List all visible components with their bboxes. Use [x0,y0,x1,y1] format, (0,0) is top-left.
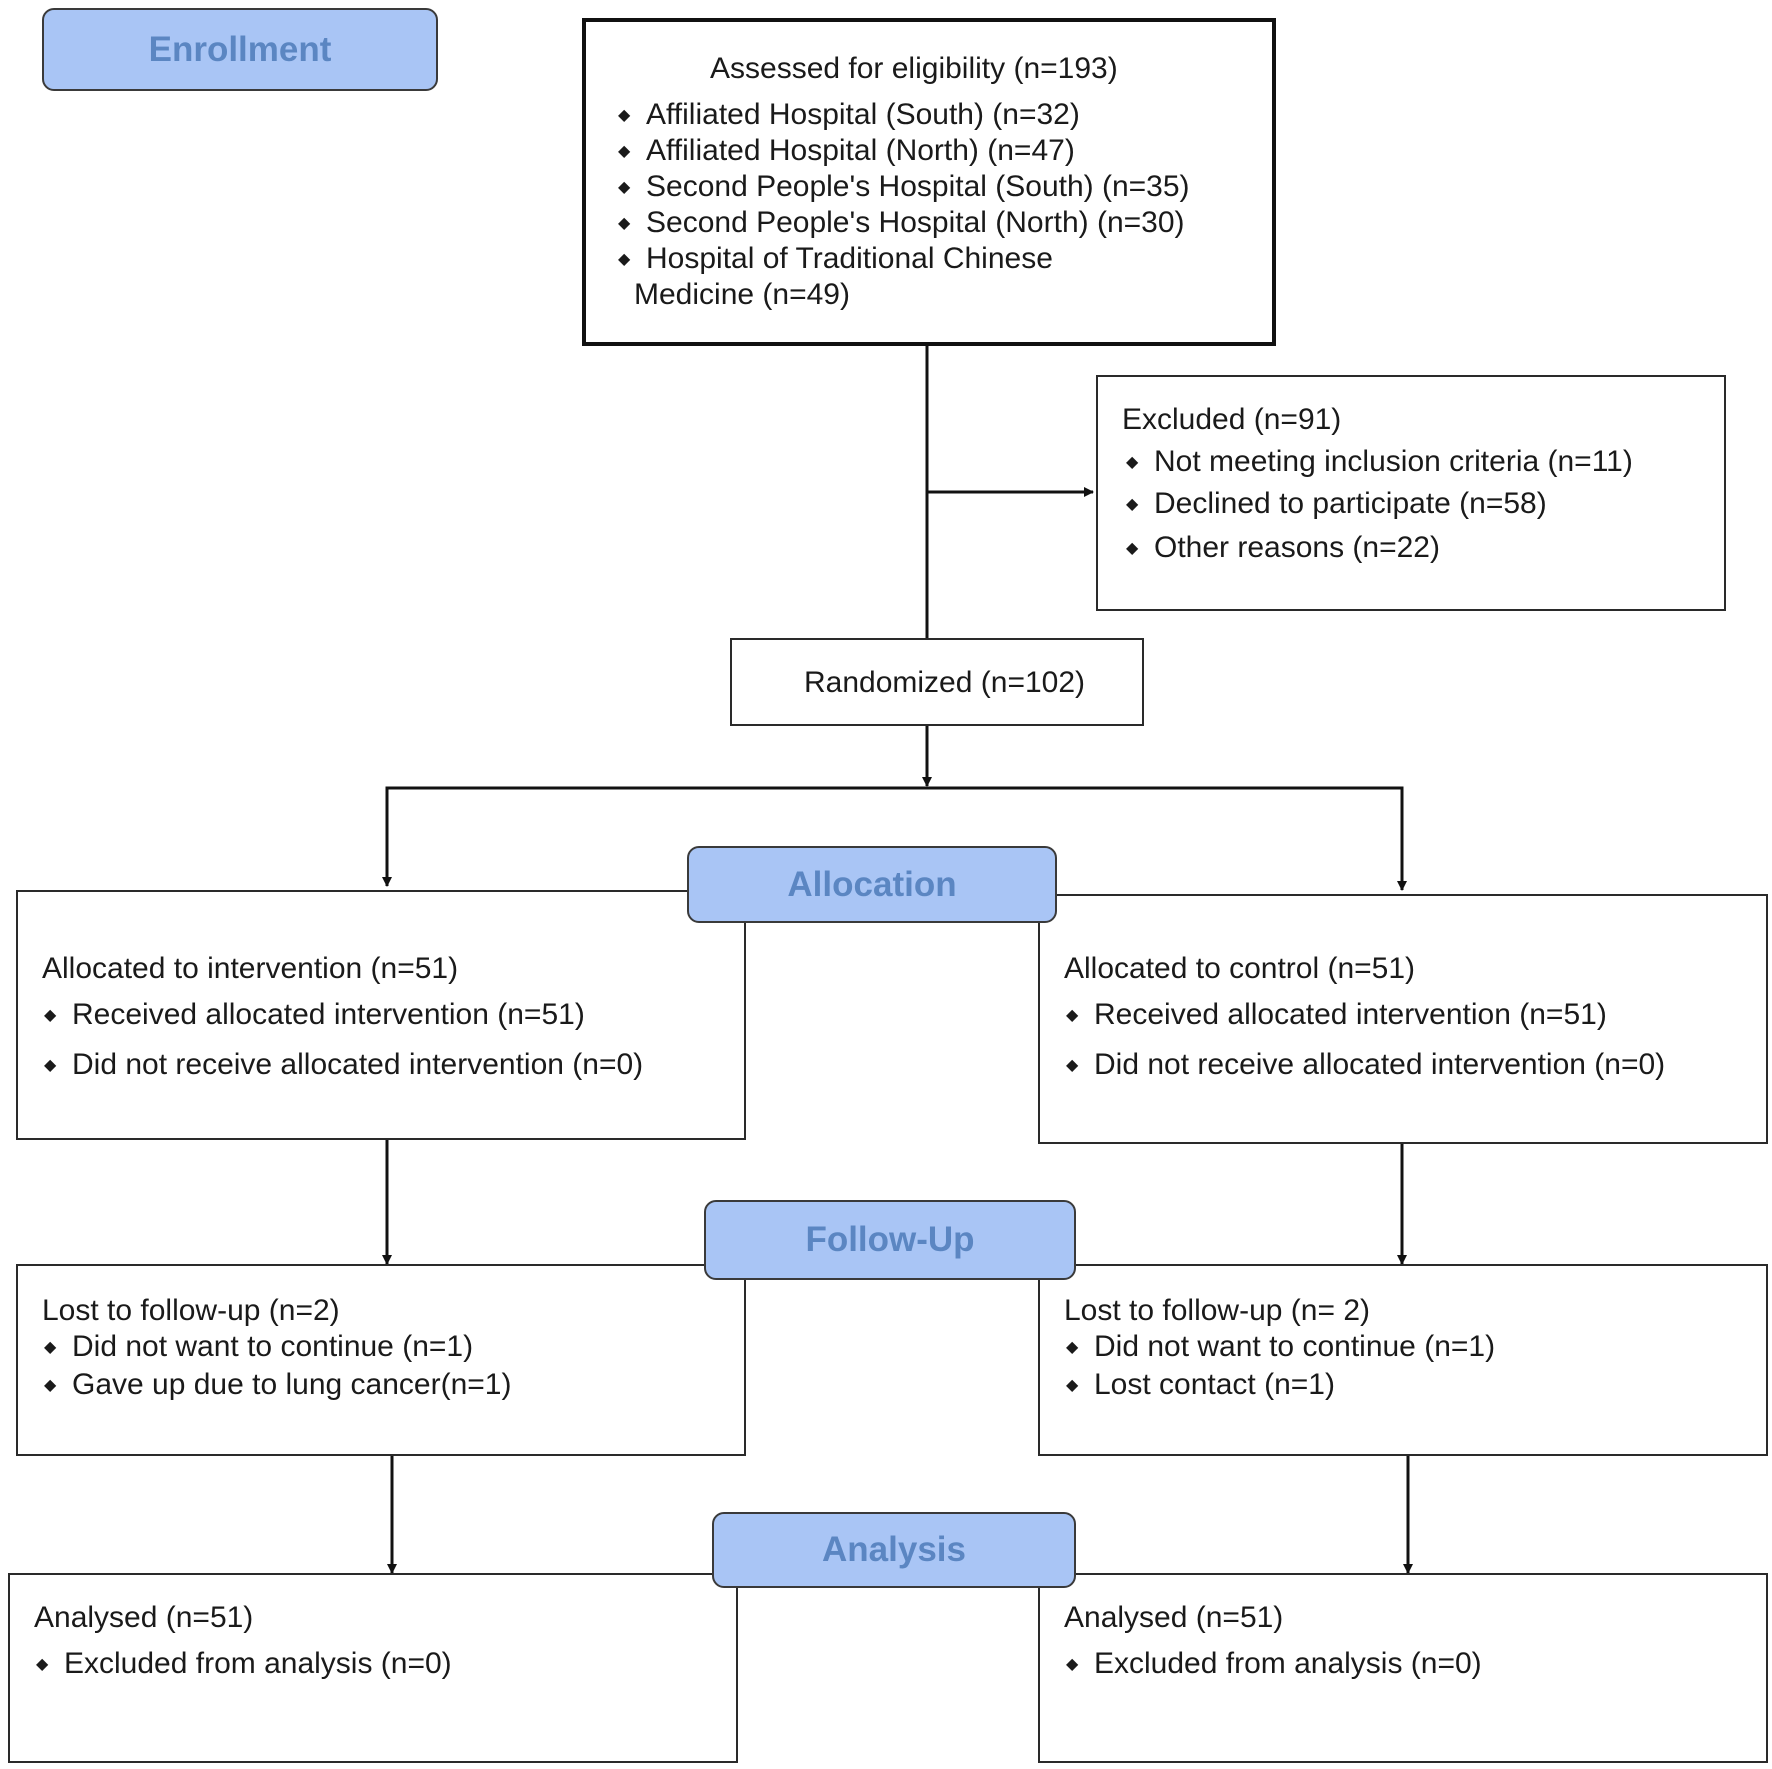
split-line [385,786,1404,886]
control-analysis-item: ◆Excluded from analysis (n=0) [1066,1647,1482,1680]
bullet-icon: ◆ [1066,1057,1079,1074]
analysis-stage-label: Analysis [712,1512,1076,1588]
eligibility-box: Assessed for eligibility (n=193) ◆Affili… [582,18,1276,346]
eligibility-item: ◆Hospital of Traditional Chinese [618,242,1053,275]
intervention-analysis-title: Analysed (n=51) [34,1601,254,1634]
bullet-icon: ◆ [1066,1339,1079,1356]
eligibility-item: ◆Affiliated Hospital (North) (n=47) [618,134,1075,167]
intervention-allocation-box: Allocated to intervention (n=51) ◆Receiv… [16,890,746,1140]
control-analysis-box: Analysed (n=51) ◆Excluded from analysis … [1038,1573,1768,1763]
eligibility-item: ◆Affiliated Hospital (South) (n=32) [618,98,1080,131]
bullet-icon: ◆ [1126,496,1139,513]
intervention-followup-item: ◆Did not want to continue (n=1) [44,1330,474,1363]
bullet-icon: ◆ [618,143,631,160]
control-allocation-item: ◆Received allocated intervention (n=51) [1066,998,1607,1031]
intervention-followup-item: ◆Gave up due to lung cancer(n=1) [44,1368,512,1401]
allocation-stage-label: Allocation [687,846,1057,923]
bullet-icon: ◆ [1126,540,1139,557]
intervention-allocation-item: ◆Did not receive allocated intervention … [44,1048,644,1081]
excluded-item: ◆Not meeting inclusion criteria (n=11) [1126,445,1633,478]
randomized-label: Randomized (n=102) [804,666,1086,699]
enrollment-stage-label: Enrollment [42,8,438,91]
bullet-icon: ◆ [618,107,631,124]
control-analysis-title: Analysed (n=51) [1064,1601,1284,1634]
bullet-icon: ◆ [618,215,631,232]
followup-stage-label: Follow-Up [704,1200,1076,1280]
bullet-icon: ◆ [1066,1007,1079,1024]
bullet-icon: ◆ [618,179,631,196]
bullet-icon: ◆ [618,251,631,268]
bullet-icon: ◆ [44,1377,57,1394]
intervention-allocation-title: Allocated to intervention (n=51) [42,952,459,985]
bullet-icon: ◆ [1126,454,1139,471]
control-followup-title: Lost to follow-up (n= 2) [1064,1294,1370,1327]
bullet-icon: ◆ [44,1339,57,1356]
eligibility-item-continued: Medicine (n=49) [634,278,850,311]
excluded-box: Excluded (n=91) ◆Not meeting inclusion c… [1096,375,1726,611]
eligibility-title: Assessed for eligibility (n=193) [710,52,1118,85]
bullet-icon: ◆ [44,1057,57,1074]
control-allocation-box: Allocated to control (n=51) ◆Received al… [1038,894,1768,1144]
control-followup-item: ◆Did not want to continue (n=1) [1066,1330,1496,1363]
control-followup-item: ◆Lost contact (n=1) [1066,1368,1335,1401]
intervention-analysis-item: ◆Excluded from analysis (n=0) [36,1647,452,1680]
control-allocation-item: ◆Did not receive allocated intervention … [1066,1048,1666,1081]
control-followup-box: Lost to follow-up (n= 2) ◆Did not want t… [1038,1264,1768,1456]
intervention-followup-box: Lost to follow-up (n=2) ◆Did not want to… [16,1264,746,1456]
intervention-allocation-item: ◆Received allocated intervention (n=51) [44,998,585,1031]
bullet-icon: ◆ [1066,1656,1079,1673]
bullet-icon: ◆ [44,1007,57,1024]
eligibility-item: ◆Second People's Hospital (North) (n=30) [618,206,1185,239]
bullet-icon: ◆ [36,1656,49,1673]
eligibility-item: ◆Second People's Hospital (South) (n=35) [618,170,1190,203]
intervention-analysis-box: Analysed (n=51) ◆Excluded from analysis … [8,1573,738,1763]
control-allocation-title: Allocated to control (n=51) [1064,952,1416,985]
excluded-item: ◆Other reasons (n=22) [1126,531,1440,564]
bullet-icon: ◆ [1066,1377,1079,1394]
randomized-box: Randomized (n=102) [730,638,1144,726]
excluded-title: Excluded (n=91) [1122,403,1342,436]
excluded-item: ◆Declined to participate (n=58) [1126,487,1547,520]
intervention-followup-title: Lost to follow-up (n=2) [42,1294,340,1327]
